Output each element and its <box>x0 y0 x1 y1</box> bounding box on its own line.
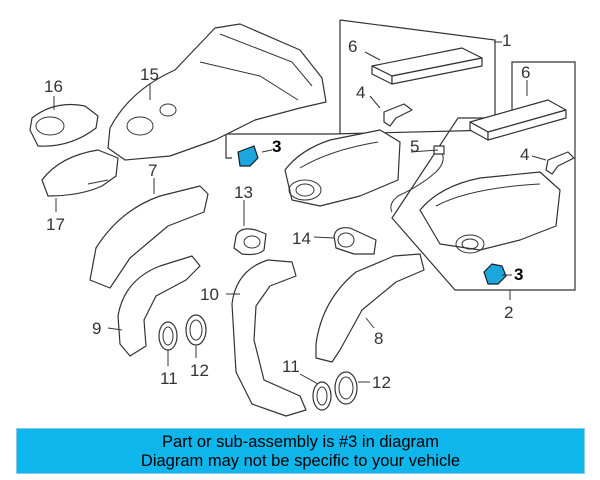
banner-line-2: Diagram may not be specific to your vehi… <box>140 452 461 470</box>
callout-14: 14 <box>292 229 311 248</box>
part-7-intake-duct <box>89 185 209 289</box>
callout-5: 5 <box>410 137 419 156</box>
part-6-filter-left <box>371 47 483 85</box>
callout-13: 13 <box>234 183 253 202</box>
callout-17: 17 <box>46 215 65 234</box>
callout-16: 16 <box>44 77 63 96</box>
part-8-duct <box>315 253 425 363</box>
part-2-air-filter-housing <box>419 171 561 254</box>
part-4-sensor-right <box>545 151 575 175</box>
callout-4-right: 4 <box>520 145 529 164</box>
callout-3-upper: 3 <box>272 137 281 156</box>
callout-3-lower: 3 <box>514 265 523 284</box>
part-10-duct <box>231 259 307 417</box>
part-12-ring-right <box>334 371 358 405</box>
part-6-filter-right <box>469 99 567 141</box>
callout-6-right: 6 <box>521 63 530 82</box>
callout-15: 15 <box>140 65 159 84</box>
part-14-connector <box>333 227 377 255</box>
callout-8: 8 <box>374 329 383 348</box>
part-9-duct <box>117 255 201 357</box>
callout-11-right: 11 <box>282 357 300 376</box>
part-3-clip-lower <box>483 263 507 285</box>
part-11-ring-left <box>158 321 178 351</box>
part-15-engine-cover <box>107 23 327 161</box>
callout-11-left: 11 <box>160 369 178 388</box>
part-11-ring-right <box>312 381 332 411</box>
part-17-duct <box>41 149 119 197</box>
part-4-sensor-left <box>383 103 413 127</box>
callout-2: 2 <box>504 303 513 322</box>
callout-9: 9 <box>92 319 101 338</box>
part-13-sleeve <box>233 228 267 256</box>
callout-10: 10 <box>200 285 219 304</box>
callout-4-left: 4 <box>356 83 365 102</box>
callout-6-left: 6 <box>348 37 357 56</box>
info-banner: Part or sub-assembly is #3 in diagram Di… <box>16 428 585 474</box>
callout-12-right: 12 <box>372 373 391 392</box>
callout-12-left: 12 <box>190 361 209 380</box>
part-16-cup <box>29 103 99 147</box>
part-1-air-filter-housing <box>284 129 401 207</box>
parts-diagram: 1 6 4 3 5 6 4 3 2 16 15 17 7 13 14 10 8 … <box>29 19 576 417</box>
callout-1: 1 <box>502 31 511 50</box>
part-12-ring-left <box>185 314 207 346</box>
banner-line-1: Part or sub-assembly is #3 in diagram <box>162 433 439 451</box>
part-3-clip-upper <box>237 145 259 167</box>
callout-7: 7 <box>148 161 157 180</box>
part-5-hose <box>390 149 444 213</box>
assembly-1-frame <box>225 19 496 159</box>
